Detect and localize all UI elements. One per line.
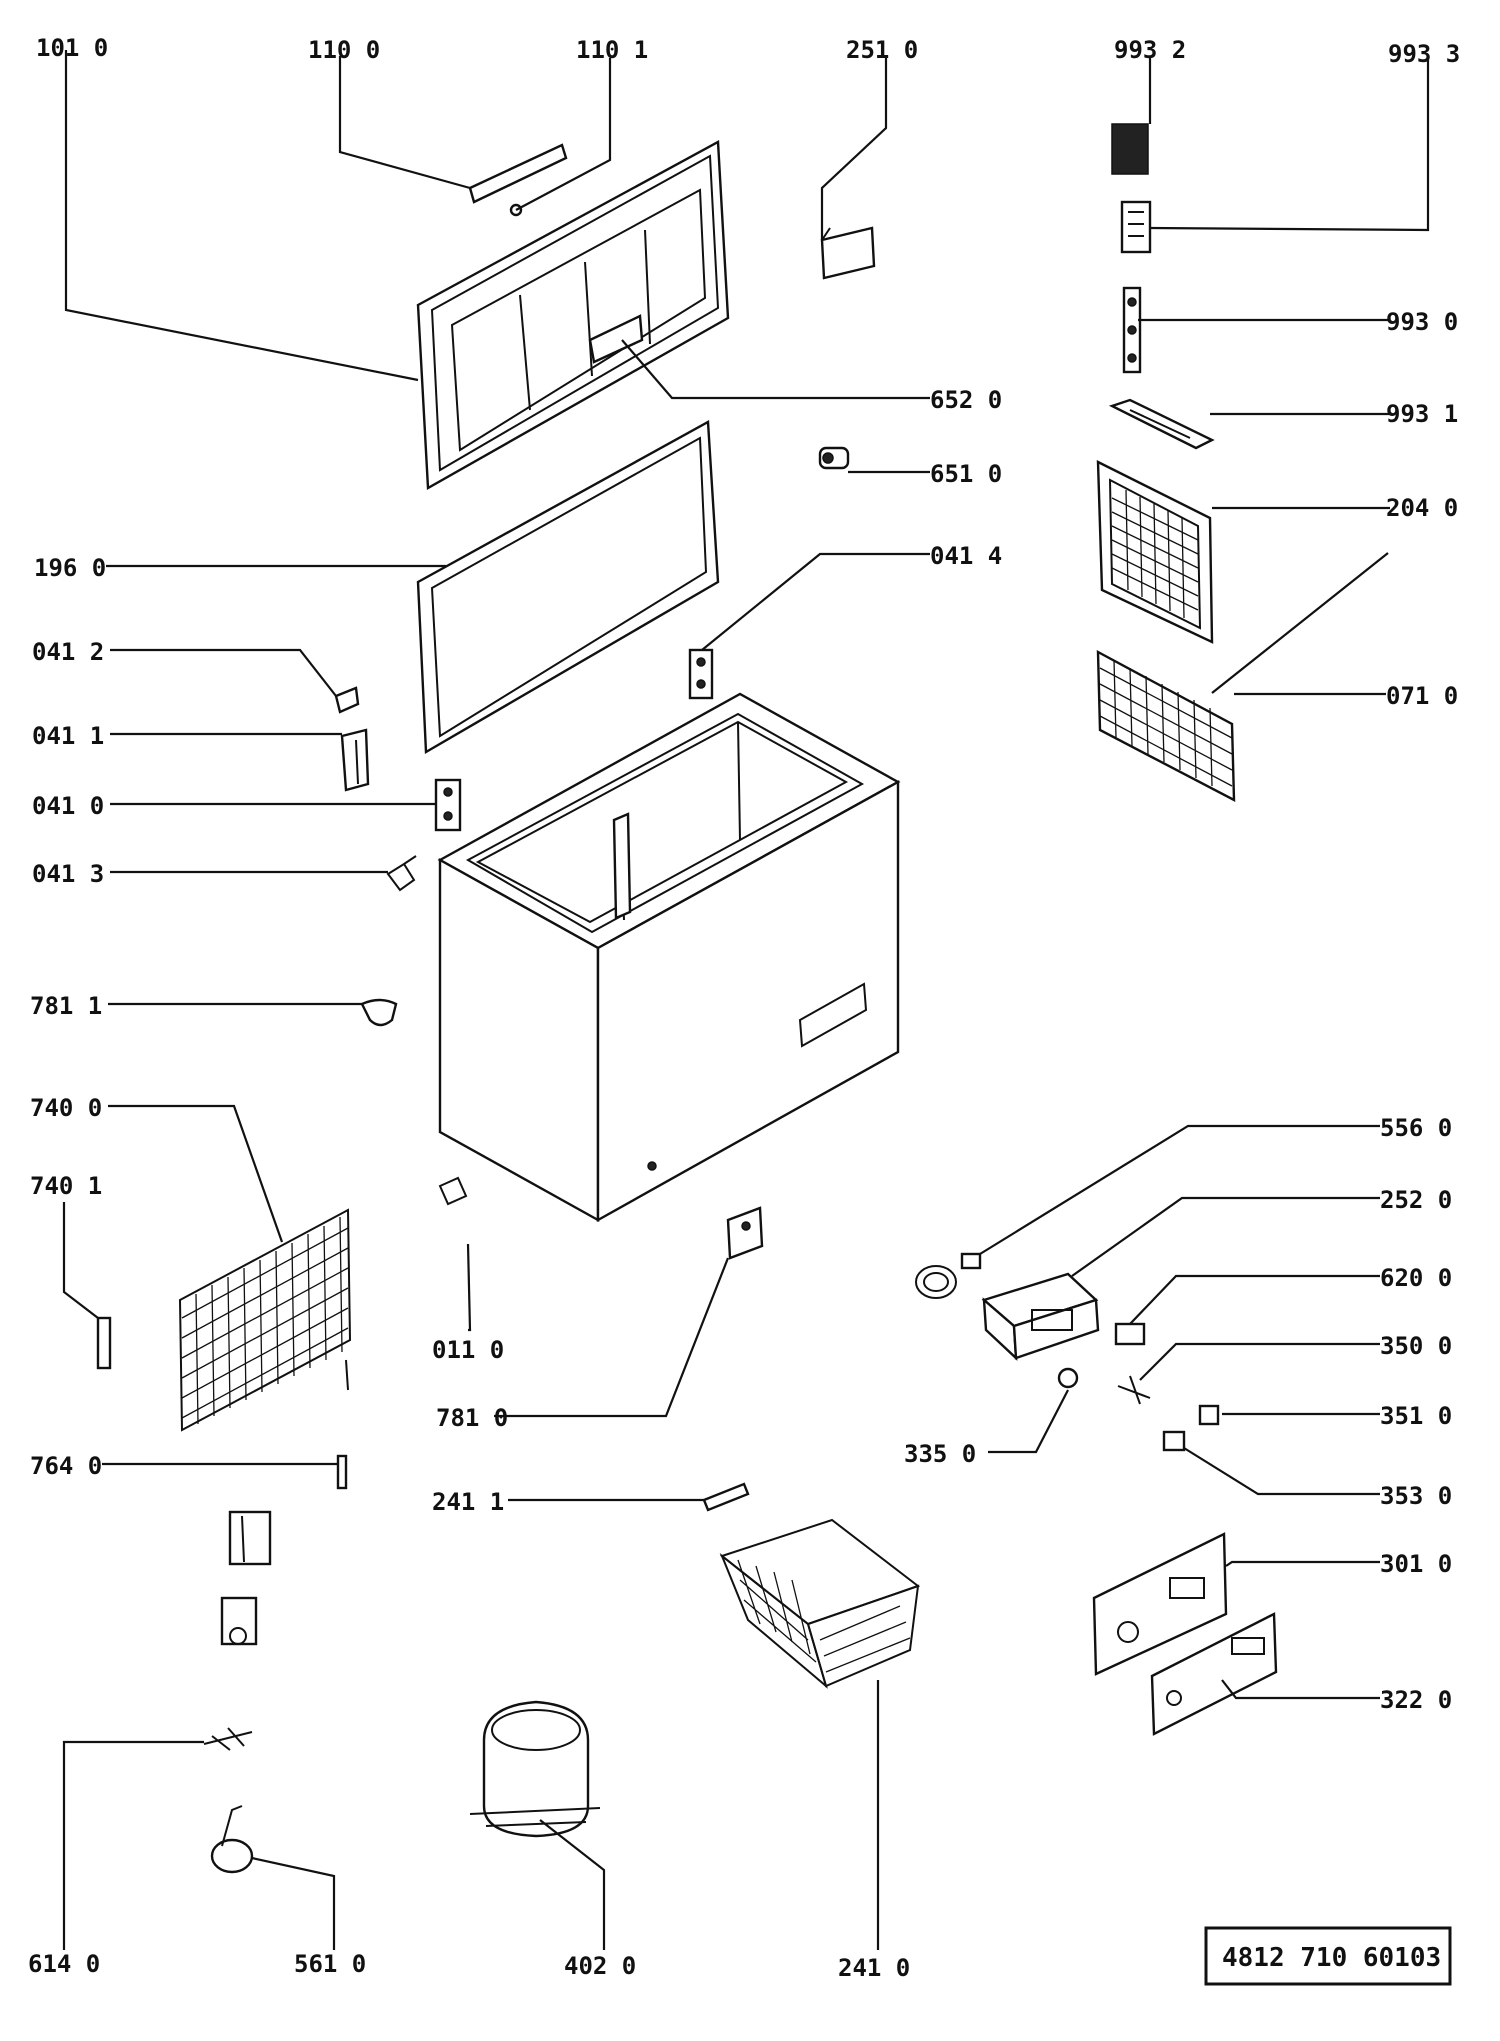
clip-3510 <box>1198 1404 1220 1426</box>
lid-panel <box>416 140 730 490</box>
callout-1010: 101 0 <box>36 34 108 62</box>
compressor <box>469 1700 601 1838</box>
condenser-bracket-7401 <box>96 1316 112 1370</box>
starter-relay <box>220 1596 258 1646</box>
relay-box <box>228 1510 272 1566</box>
callout-1100: 110 0 <box>308 36 380 64</box>
capacitor-5610 <box>210 1805 254 1874</box>
compressor-cover-0710 <box>1096 649 1236 803</box>
hinge-part-0410 <box>434 778 462 832</box>
control-panel-3220 <box>1150 1612 1278 1736</box>
lid-hinge-pin <box>818 446 850 470</box>
wire-3500 <box>1117 1375 1151 1405</box>
hinge-plate-9931 <box>1108 398 1215 450</box>
basket-handle-2411 <box>702 1482 750 1512</box>
callout-9933: 993 3 <box>1388 40 1460 68</box>
control-panel-3010 <box>1092 1532 1228 1676</box>
callout-3500: 350 0 <box>1380 1332 1452 1360</box>
handle-strip <box>468 143 568 204</box>
hinge-cover-9932 <box>1111 123 1149 175</box>
callout-2510: 251 0 <box>846 36 918 64</box>
callout-labels: 101 0 110 0 110 1 251 0 993 2 993 3 993 … <box>28 34 1460 1982</box>
callout-1960: 196 0 <box>34 554 106 582</box>
callout-3510: 351 0 <box>1380 1402 1452 1430</box>
freezer-cabinet <box>437 692 901 1223</box>
callout-3010: 301 0 <box>1380 1550 1452 1578</box>
callout-5610: 561 0 <box>294 1950 366 1978</box>
clip-3530 <box>1162 1430 1186 1452</box>
callout-5560: 556 0 <box>1380 1114 1452 1142</box>
callout-0410: 041 0 <box>32 792 104 820</box>
hinge-part-0412 <box>334 686 360 714</box>
callout-7400: 740 0 <box>30 1094 102 1122</box>
callout-3530: 353 0 <box>1380 1482 1452 1510</box>
callout-0110: 011 0 <box>432 1336 504 1364</box>
thermostat-6200 <box>1114 1322 1146 1346</box>
clip-0110 <box>438 1176 468 1206</box>
wire-basket <box>719 1518 921 1689</box>
callout-9931: 993 1 <box>1386 400 1458 428</box>
callout-7640: 764 0 <box>30 1452 102 1480</box>
callout-7811: 781 1 <box>30 992 102 1020</box>
callout-2520: 252 0 <box>1380 1186 1452 1214</box>
callout-0710: 071 0 <box>1386 682 1458 710</box>
callout-0412: 041 2 <box>32 638 104 666</box>
drain-pin-7640 <box>336 1454 348 1490</box>
hinge-bracket-9930 <box>1122 286 1142 374</box>
lid-gasket <box>416 420 720 755</box>
callout-7810: 781 0 <box>436 1404 508 1432</box>
callout-2411: 241 1 <box>432 1488 504 1516</box>
callout-2410: 241 0 <box>838 1954 910 1982</box>
callout-7401: 740 1 <box>30 1172 102 1200</box>
callout-3350: 335 0 <box>904 1440 976 1468</box>
reference-number: 4812 710 60103 <box>1222 1943 1441 1973</box>
callout-4020: 402 0 <box>564 1952 636 1980</box>
callout-9932: 993 2 <box>1114 36 1186 64</box>
callout-1101: 110 1 <box>576 36 648 64</box>
callout-0411: 041 1 <box>32 722 104 750</box>
thermostat-box-2520 <box>981 1272 1100 1361</box>
callout-6520: 652 0 <box>930 386 1002 414</box>
power-cord-6140 <box>203 1727 253 1751</box>
rear-grille-2040 <box>1096 460 1214 644</box>
foot-bracket-7810 <box>726 1206 764 1260</box>
condenser-coil <box>178 1208 352 1432</box>
hinge-9933 <box>1120 200 1152 254</box>
hinge-part-0414 <box>688 648 714 700</box>
callout-0413: 041 3 <box>32 860 104 888</box>
callout-6510: 651 0 <box>930 460 1002 488</box>
thermostat-knob-part <box>820 226 876 280</box>
hinge-part-0413 <box>386 855 417 892</box>
foot-7811 <box>360 998 398 1027</box>
callout-0414: 041 4 <box>930 542 1002 570</box>
callout-6140: 614 0 <box>28 1950 100 1978</box>
reference-number-box: 4812 710 60103 <box>1204 1926 1452 1986</box>
callout-2040: 204 0 <box>1386 494 1458 522</box>
callout-9930: 993 0 <box>1386 308 1458 336</box>
callout-3220: 322 0 <box>1380 1686 1452 1714</box>
lamp-spring-5560 <box>915 1252 982 1299</box>
screw-3350 <box>1057 1367 1079 1389</box>
hinge-part-0411 <box>340 728 370 792</box>
callout-6200: 620 0 <box>1380 1264 1452 1292</box>
leader-lines <box>62 50 1430 1950</box>
